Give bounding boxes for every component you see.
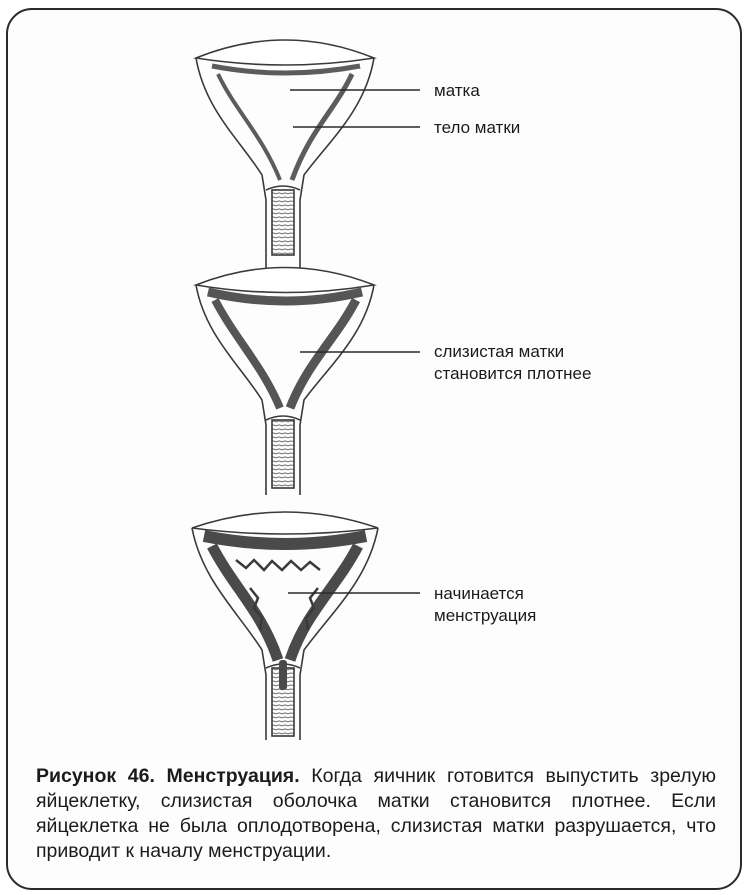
- uterus-stage-normal: [196, 40, 374, 270]
- label-uterus-body: тело матки: [434, 117, 520, 138]
- label-menstruation-line2: менструация: [434, 605, 536, 626]
- caption-title: Рисунок 46. Менструация.: [36, 765, 300, 787]
- label-thickening-line1: слизистая матки: [434, 341, 564, 362]
- label-menstruation-line1: начинается: [434, 583, 524, 604]
- uterus-stage-thickening: [196, 268, 374, 496]
- figure-caption: Рисунок 46. Менструация. Когда яичник го…: [36, 764, 716, 864]
- label-uterus: матка: [434, 80, 480, 101]
- label-thickening-line2: становится плотнее: [434, 363, 591, 384]
- uterus-stage-menstruation: [192, 512, 378, 740]
